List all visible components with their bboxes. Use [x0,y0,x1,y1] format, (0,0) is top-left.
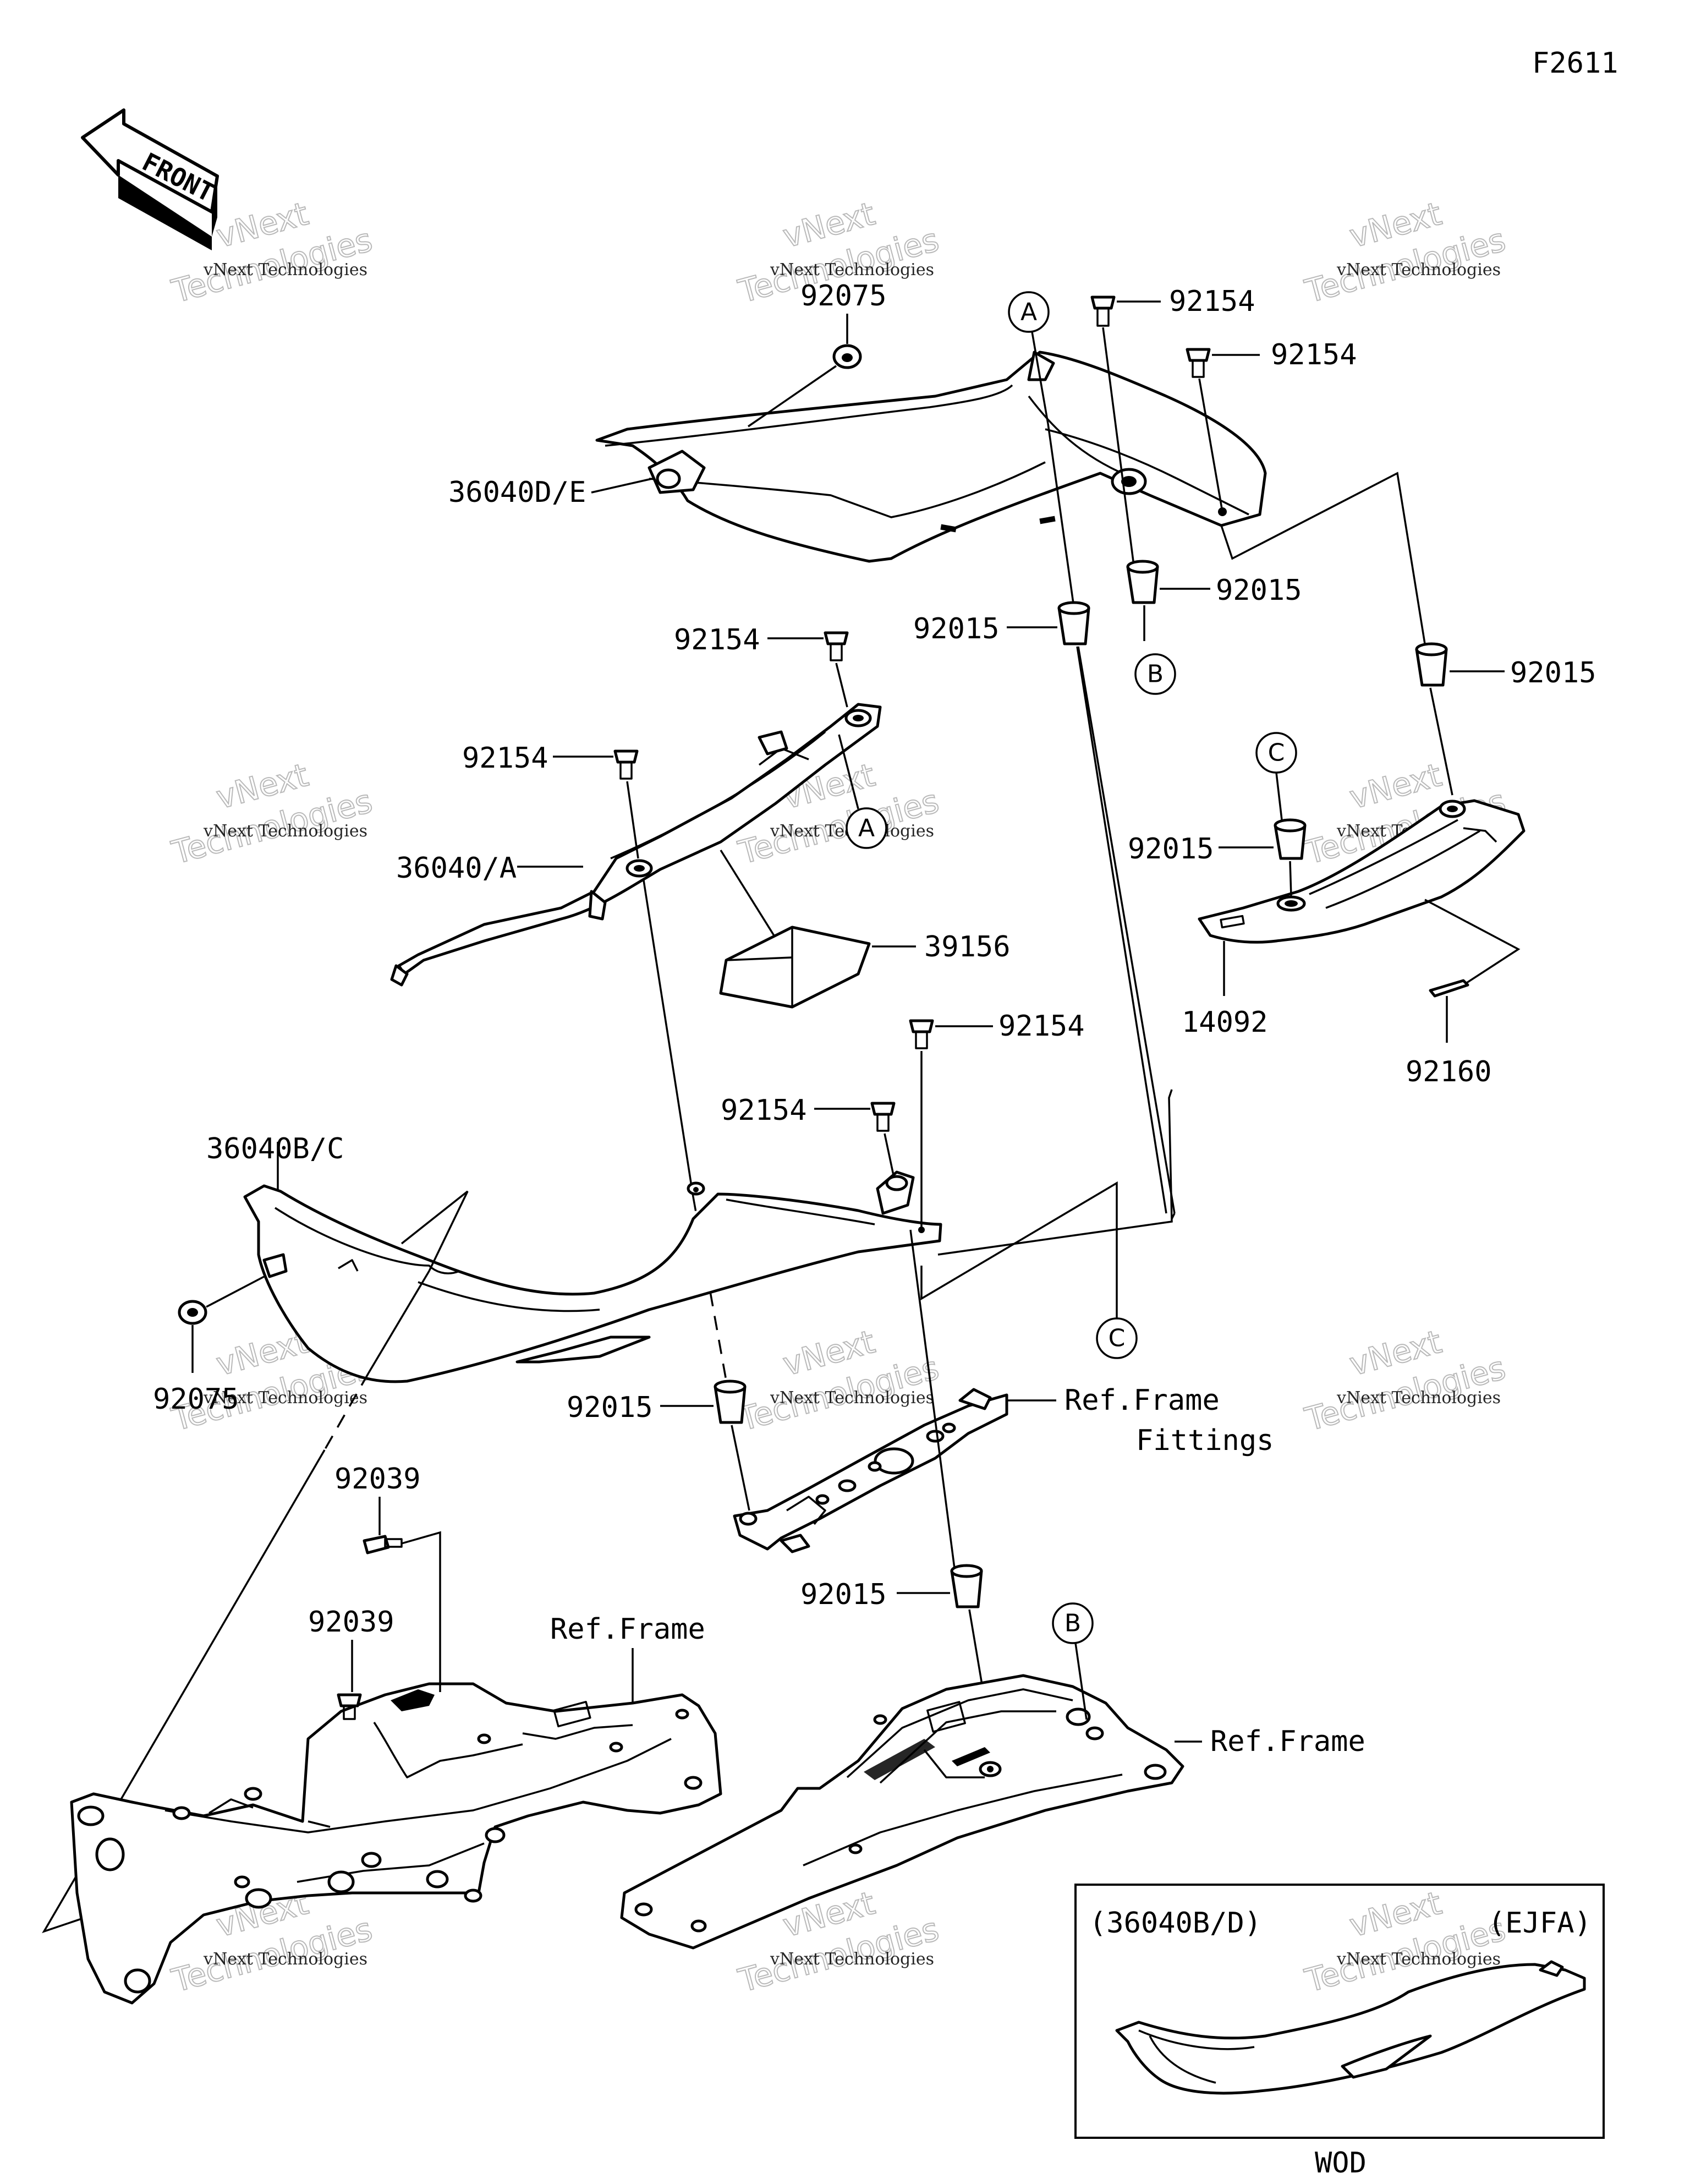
callout-b-lower [1052,1602,1094,1644]
callout-b-top-label: B [1147,660,1164,688]
label-92154-4: 92154 [462,742,548,775]
collar-92015-1 [1126,560,1210,641]
collar-92015-2 [1007,601,1167,1214]
label-92039-2: 92039 [308,1606,394,1639]
svg-text:vNext Technologies: vNext Technologies [1336,1950,1501,1969]
screw-92154-3 [767,631,849,708]
svg-text:vNext Technologies: vNext Technologies [203,822,367,841]
screw-92154-1 [1090,295,1161,562]
watermark: vNext Technologies vNext Technologies [1301,194,1510,311]
screw-92154-5 [909,1019,993,1230]
watermark: vNext Technologies vNext Technologies [1301,1322,1510,1439]
label-92015-2: 92015 [913,612,1000,645]
screw-92154-2 [1186,348,1260,512]
label-92039-1: 92039 [334,1463,421,1496]
label-92015-6: 92015 [800,1578,887,1611]
callout-a-top-label: A [1020,298,1037,326]
bolt-92039-1 [363,1497,441,1692]
watermark: vNext Technologies vNext Technologies [167,756,376,872]
callout-b-lower-label: B [1065,1610,1081,1638]
label-92015-1: 92015 [1216,574,1302,607]
grommet-92075-left [178,1276,265,1373]
inset-caption: WOD [1315,2147,1367,2180]
screw-92154-4 [553,749,639,859]
label-36040bc: 36040B/C [206,1132,344,1165]
screw-92154-6 [814,1102,896,1178]
callout-c-lower [1096,1317,1138,1359]
label-92075-left: 92075 [153,1383,239,1416]
inset-side-cover [1115,1960,1586,2095]
label-ref-frame-left: Ref.Frame [550,1613,705,1646]
inset-part-label: (36040B/D) [1089,1907,1261,1940]
label-92015-5: 92015 [567,1391,653,1424]
front-arrow-icon: FRONT [81,108,219,250]
svg-text:vNext Technologies: vNext Technologies [203,1388,367,1408]
part-36040de [595,351,1267,563]
label-ref-frame-right: Ref.Frame [1210,1725,1365,1758]
collar-92015-5 [660,1380,750,1511]
watermark: vNext Technologies vNext Technologies [734,1322,943,1439]
callout-a-mid [846,807,887,849]
svg-text:vNext Technologies: vNext Technologies [1336,260,1501,280]
collar-92015-4 [1219,818,1307,897]
callout-b-top [1134,653,1176,695]
inset-region-label: (EJFA) [1488,1907,1592,1940]
label-92154-6: 92154 [721,1094,807,1127]
label-14092: 14092 [1182,1006,1268,1039]
ref-frame-left [70,1682,722,2005]
pin-92160 [1429,979,1469,998]
label-92075-top: 92075 [800,280,887,313]
label-92015-3: 92015 [1510,656,1596,689]
callout-a-top [1008,291,1050,333]
label-92154-2: 92154 [1271,338,1357,371]
svg-text:vNext Technologies: vNext Technologies [770,1388,934,1408]
diagram-code: F2611 [1532,47,1618,80]
svg-text:vNext Technologies: vNext Technologies [203,260,367,280]
label-36040de: 36040D/E [448,476,586,509]
ref-frame-right [620,1674,1184,1950]
label-39156: 39156 [924,930,1011,964]
callout-a-mid-label: A [858,814,875,842]
label-92015-4: 92015 [1128,833,1214,866]
pad-39156 [719,926,871,1009]
watermark: vNext Technologies vNext Technologies [167,194,376,311]
svg-text:vNext Technologies: vNext Technologies [770,260,934,280]
label-92154-1: 92154 [1169,285,1255,318]
grommet-92075-top [748,314,862,428]
part-14092 [1198,799,1526,944]
label-92154-5: 92154 [998,1010,1085,1043]
bolt-92039-2 [337,1640,362,1720]
callout-c-right-label: C [1268,739,1285,767]
label-frame-fittings-1: Ref.Frame [1065,1384,1220,1417]
svg-text:vNext Technologies: vNext Technologies [203,1950,367,1969]
label-92160: 92160 [1406,1055,1492,1088]
label-frame-fittings-2: Fittings [1136,1424,1274,1457]
frame-fittings [733,1388,1008,1553]
part-36040a [390,703,882,987]
label-36040a: 36040/A [396,852,517,885]
collar-92015-3 [1415,642,1505,796]
collar-92015-6 [897,1564,991,1734]
inset-panel: (36040B/D) (EJFA) WOD [1074,1884,1605,2180]
svg-text:vNext Technologies: vNext Technologies [1336,1388,1501,1408]
svg-text:vNext Technologies: vNext Technologies [770,1950,934,1969]
label-92154-3: 92154 [674,623,760,656]
callout-c-lower-label: C [1109,1324,1126,1353]
